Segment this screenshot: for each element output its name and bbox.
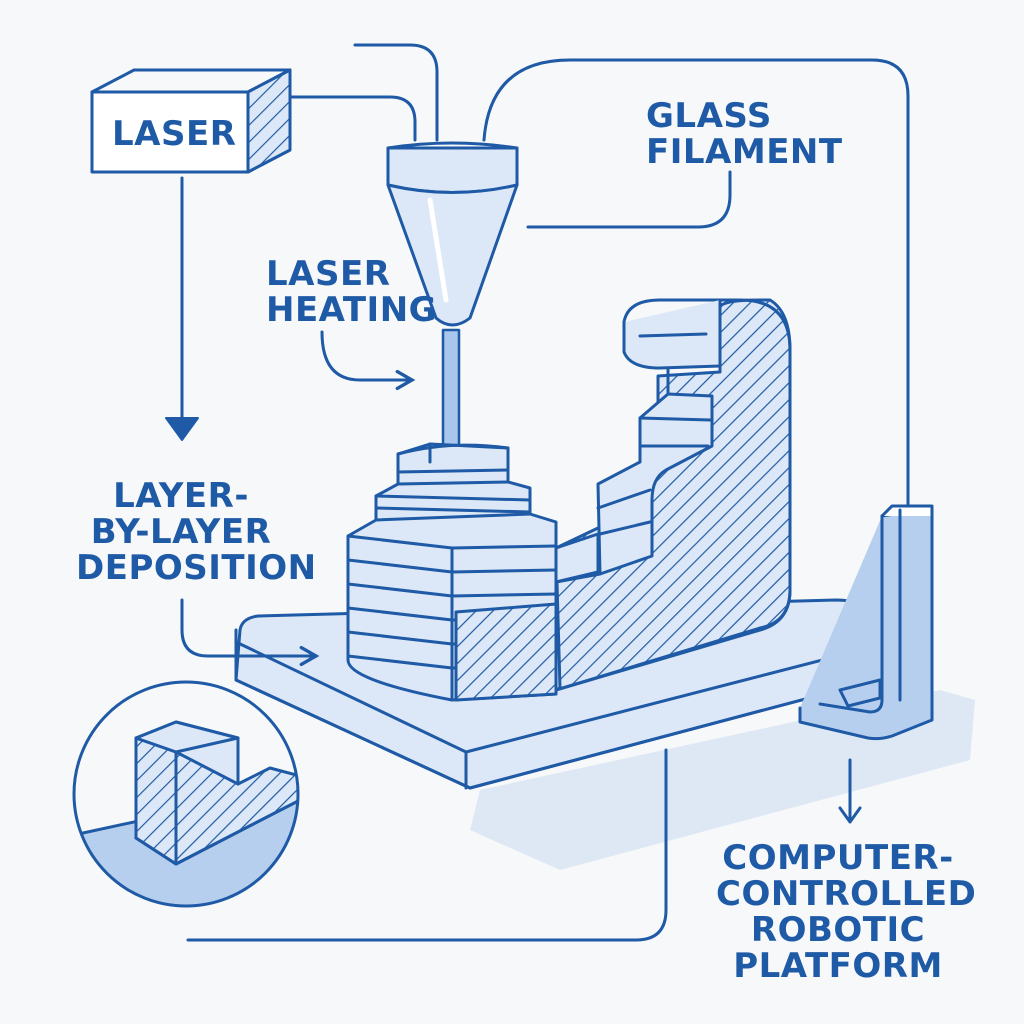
laser-box	[90, 68, 292, 174]
deposition-label-line1: LAYER-	[113, 476, 249, 516]
platform-bottom-leader	[186, 748, 668, 942]
magnified-detail	[72, 680, 300, 908]
platform-label-line3: ROBOTIC	[750, 910, 926, 950]
down-arrowhead	[165, 417, 199, 441]
platform-connector	[838, 678, 882, 708]
laser-heating-label-line2: HEATING	[266, 290, 438, 330]
glass-filament-line	[482, 58, 910, 510]
printed-part	[554, 298, 792, 692]
deposition-arrow	[180, 598, 320, 667]
deposition-label-line2: BY-LAYER	[90, 512, 272, 552]
top-feed-line	[353, 43, 439, 142]
glass-filament-label-line1: GLASS	[646, 96, 772, 136]
deposited-layers	[346, 442, 558, 702]
heated-glass-stream	[441, 328, 461, 454]
deposition-label-line3: DEPOSITION	[76, 548, 317, 588]
laser-heating-label-line1: LASER	[266, 254, 391, 294]
glass-filament-leader	[526, 170, 732, 229]
robotic-arm-column	[798, 504, 934, 741]
laser-label: LASER	[112, 114, 237, 154]
platform-label-line2: CONTROLLED	[716, 874, 977, 914]
nozzle	[386, 141, 519, 327]
laser-heating-arrow	[320, 330, 416, 391]
glass-filament-label-line2: FILAMENT	[646, 132, 843, 172]
platform-arrowhead	[838, 806, 862, 824]
laser-beam-line	[288, 95, 417, 142]
platform-label-line1: COMPUTER-	[722, 838, 954, 878]
platform-label-line4: PLATFORM	[733, 946, 943, 986]
